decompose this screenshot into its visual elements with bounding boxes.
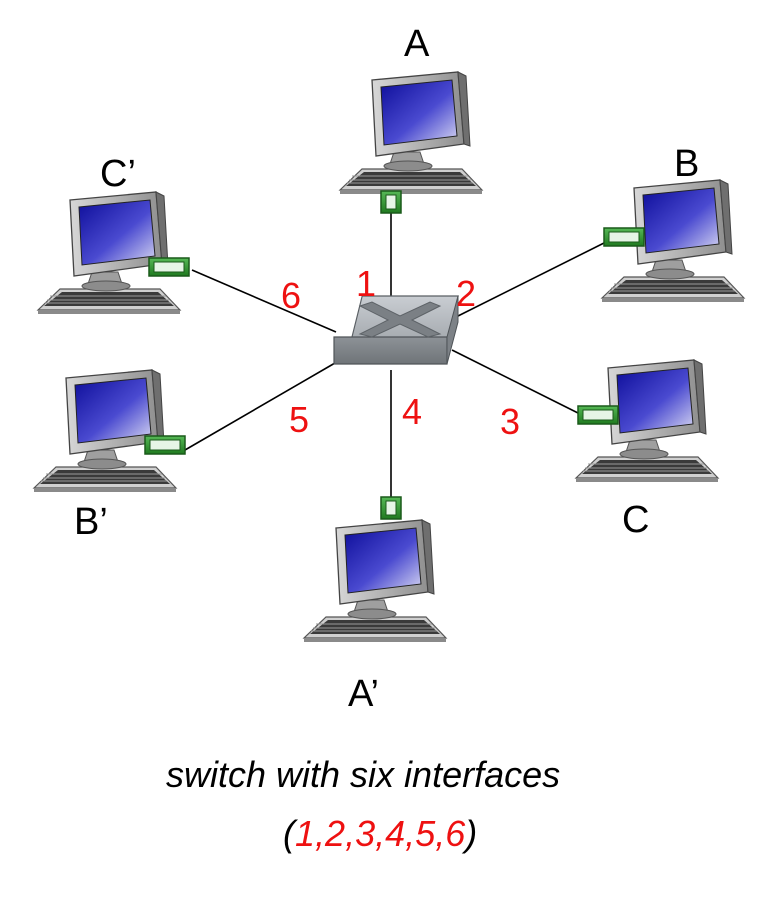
caption-num-5: 5 xyxy=(415,813,436,854)
caption-num-3: 3 xyxy=(355,813,375,854)
link-port-6 xyxy=(191,269,337,333)
port-label-4: 4 xyxy=(402,391,422,432)
desktop-computer-icon xyxy=(303,519,447,643)
network-interface-icon xyxy=(380,190,402,214)
host-label-B-prime: B’ xyxy=(74,501,108,543)
link-port-2 xyxy=(449,239,611,321)
caption-sep-5: , xyxy=(435,813,445,854)
port-numbers: 1 2 3 4 5 6 xyxy=(281,263,520,442)
host-label-A-prime: A’ xyxy=(348,673,379,715)
network-interface-icon xyxy=(144,435,186,455)
caption-line-1: switch with six interfaces xyxy=(166,754,560,795)
caption-num-2: 2 xyxy=(324,813,345,854)
host-B xyxy=(601,179,745,303)
caption-num-6: 6 xyxy=(445,813,466,854)
link-port-3 xyxy=(451,349,581,415)
host-A-prime xyxy=(303,496,447,643)
desktop-computer-icon xyxy=(339,71,483,195)
host-label-C: C xyxy=(622,499,649,541)
port-label-3: 3 xyxy=(500,401,520,442)
port-label-6: 6 xyxy=(281,275,301,316)
port-label-2: 2 xyxy=(456,273,476,314)
port-label-1: 1 xyxy=(356,263,376,304)
host-A xyxy=(339,71,483,214)
caption-sep-3: , xyxy=(375,813,385,854)
network-interface-icon xyxy=(603,227,645,247)
host-label-B: B xyxy=(674,143,699,185)
caption-sep-1: , xyxy=(315,813,325,854)
caption-num-1: 1 xyxy=(295,813,315,854)
desktop-computer-icon xyxy=(33,369,177,493)
host-C xyxy=(575,359,719,483)
network-interface-icon xyxy=(380,496,402,520)
network-interface-icon xyxy=(577,405,619,425)
caption-num-4: 4 xyxy=(385,813,405,854)
caption-close-paren: ) xyxy=(461,813,477,854)
host-C-prime xyxy=(37,191,190,315)
desktop-computer-icon xyxy=(37,191,181,315)
host-label-C-prime: C’ xyxy=(100,153,136,195)
link-port-5 xyxy=(184,362,336,451)
caption-sep-2: , xyxy=(345,813,355,854)
caption-line-2: (1,2,3,4,5,6) xyxy=(283,813,477,854)
caption-sep-4: , xyxy=(405,813,415,854)
links xyxy=(184,212,611,497)
port-label-5: 5 xyxy=(289,399,309,440)
network-interface-icon xyxy=(148,257,190,277)
switch-icon xyxy=(333,295,459,365)
host-B-prime xyxy=(33,369,186,493)
host-label-A: A xyxy=(404,23,430,65)
